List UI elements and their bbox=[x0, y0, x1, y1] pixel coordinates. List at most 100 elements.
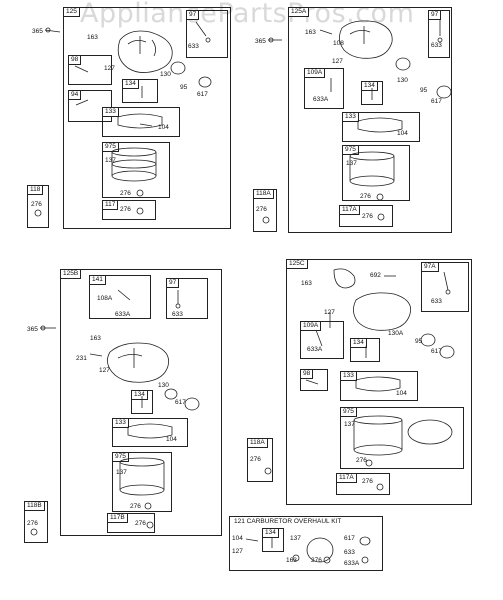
subbox-tag: 975 bbox=[342, 145, 359, 155]
watermark: AppliancePartsPros.com bbox=[80, 0, 415, 29]
part-label: 633A bbox=[313, 96, 329, 103]
part-label: 108A bbox=[97, 295, 113, 302]
part-label: 276 bbox=[250, 456, 261, 463]
part-label: 137 bbox=[346, 160, 357, 167]
carburetor-body bbox=[117, 30, 173, 73]
part-label: 163 bbox=[87, 34, 98, 41]
part-label: 95 bbox=[420, 87, 428, 94]
part-label: 633 bbox=[188, 43, 199, 50]
subbox-109A: 109A bbox=[304, 68, 344, 109]
subbox-tag: 117B bbox=[107, 513, 128, 523]
subbox-98: 98 bbox=[300, 369, 328, 391]
subbox-tag: 134 bbox=[262, 528, 279, 538]
part-label: 617 bbox=[431, 348, 442, 355]
subbox-tag: 94 bbox=[68, 90, 82, 100]
part-label: 104 bbox=[232, 535, 243, 542]
subbox-tag: 975 bbox=[102, 142, 119, 152]
part-label: 95 bbox=[415, 338, 423, 345]
float bbox=[117, 113, 163, 129]
part-label: 276 bbox=[120, 190, 131, 197]
part-label: 95 bbox=[180, 84, 188, 91]
gasket bbox=[170, 61, 186, 75]
subbox-975: 975 bbox=[102, 142, 170, 198]
kit-name: CARBURETOR OVERHAUL KIT bbox=[246, 518, 342, 525]
group-121-carburetor-overhaul-kit: 121 CARBURETOR OVERHAUL KIT bbox=[229, 516, 383, 571]
subbox-117B: 117B bbox=[107, 513, 155, 533]
part-label: 137 bbox=[290, 535, 301, 542]
group-118A: 118A bbox=[253, 189, 277, 232]
part-label: 137 bbox=[116, 469, 127, 476]
part-label: 276 bbox=[311, 557, 322, 564]
part-label: 617 bbox=[175, 399, 186, 406]
part-label: 276 bbox=[360, 193, 371, 200]
subbox-tag: 117A bbox=[339, 205, 360, 215]
group-tag: 125 bbox=[63, 7, 80, 17]
part-label: 276 bbox=[27, 520, 38, 527]
part-label: 231 bbox=[76, 355, 87, 362]
carburetor-body bbox=[353, 292, 412, 331]
part-label: 633 bbox=[172, 311, 183, 318]
part-label: 127 bbox=[104, 65, 115, 72]
subbox-tag: 98 bbox=[68, 55, 82, 65]
subbox-tag: 98 bbox=[300, 369, 314, 379]
part-label: 163 bbox=[305, 29, 316, 36]
part-label: 127 bbox=[99, 367, 110, 374]
subbox-tag: 109A bbox=[304, 68, 326, 78]
part-label: 617 bbox=[197, 91, 208, 98]
group-125B: 125B bbox=[60, 269, 222, 536]
group-tag: 118A bbox=[247, 438, 268, 448]
subbox-133: 133 bbox=[340, 371, 418, 401]
part-label: 130A bbox=[388, 330, 404, 337]
part-label: 633A bbox=[344, 560, 360, 567]
subbox-tag: 97A bbox=[421, 262, 439, 272]
subbox-109A: 109A bbox=[300, 321, 344, 359]
subbox-98: 98 bbox=[68, 55, 112, 85]
part-label: 137 bbox=[344, 421, 355, 428]
subbox-tag: 133 bbox=[340, 371, 357, 381]
part-label: 130 bbox=[158, 382, 169, 389]
part-label: 633A bbox=[307, 346, 323, 353]
part-label: 365 bbox=[32, 28, 43, 35]
subbox-tag: 97 bbox=[166, 278, 180, 288]
group-118: 118 bbox=[27, 185, 49, 228]
carburetor-body bbox=[107, 342, 169, 383]
kit-title: 121 CARBURETOR OVERHAUL KIT bbox=[234, 518, 341, 526]
subbox-tag: 134 bbox=[361, 81, 378, 91]
part-label: 276 bbox=[356, 457, 367, 464]
bowl bbox=[111, 159, 157, 169]
subbox-tag: 109A bbox=[300, 321, 322, 331]
subbox-975: 975 bbox=[342, 145, 410, 201]
subbox-tag: 97 bbox=[428, 10, 442, 20]
part-label: 276 bbox=[31, 201, 42, 208]
subbox-tag: 975 bbox=[340, 407, 357, 417]
group-tag: 118A bbox=[253, 189, 274, 199]
bowl bbox=[111, 170, 157, 182]
group-125: 125 bbox=[63, 7, 231, 229]
bowl bbox=[111, 147, 157, 157]
subbox-97A: 97A bbox=[421, 262, 469, 312]
subbox-133: 133 bbox=[112, 418, 188, 447]
part-label: 127 bbox=[332, 58, 343, 65]
subbox-97: 97 bbox=[428, 10, 450, 58]
subbox-tag: 134 bbox=[131, 390, 148, 400]
part-label: 617 bbox=[344, 535, 355, 542]
subbox-117: 117 bbox=[102, 200, 156, 220]
subbox-134: 134 bbox=[361, 81, 383, 105]
subbox-134: 134 bbox=[131, 390, 153, 414]
gasket bbox=[198, 76, 212, 88]
subbox-141: 141 bbox=[89, 275, 151, 319]
part-label: 163 bbox=[286, 557, 297, 564]
part-label: 276 bbox=[135, 520, 146, 527]
group-125C: 125C bbox=[286, 259, 472, 505]
part-label: 163 bbox=[301, 280, 312, 287]
subbox-117A: 117A bbox=[336, 473, 390, 495]
part-label: 104 bbox=[396, 390, 407, 397]
part-label: 137 bbox=[105, 157, 116, 164]
subbox-133: 133 bbox=[102, 107, 180, 137]
subbox-133: 133 bbox=[342, 112, 420, 142]
subbox-97: 97 bbox=[166, 278, 208, 319]
subbox-tag: 134 bbox=[122, 79, 139, 89]
part-label: 633 bbox=[431, 42, 442, 49]
subbox-94: 94 bbox=[68, 90, 112, 122]
subbox-tag: 133 bbox=[112, 418, 129, 428]
